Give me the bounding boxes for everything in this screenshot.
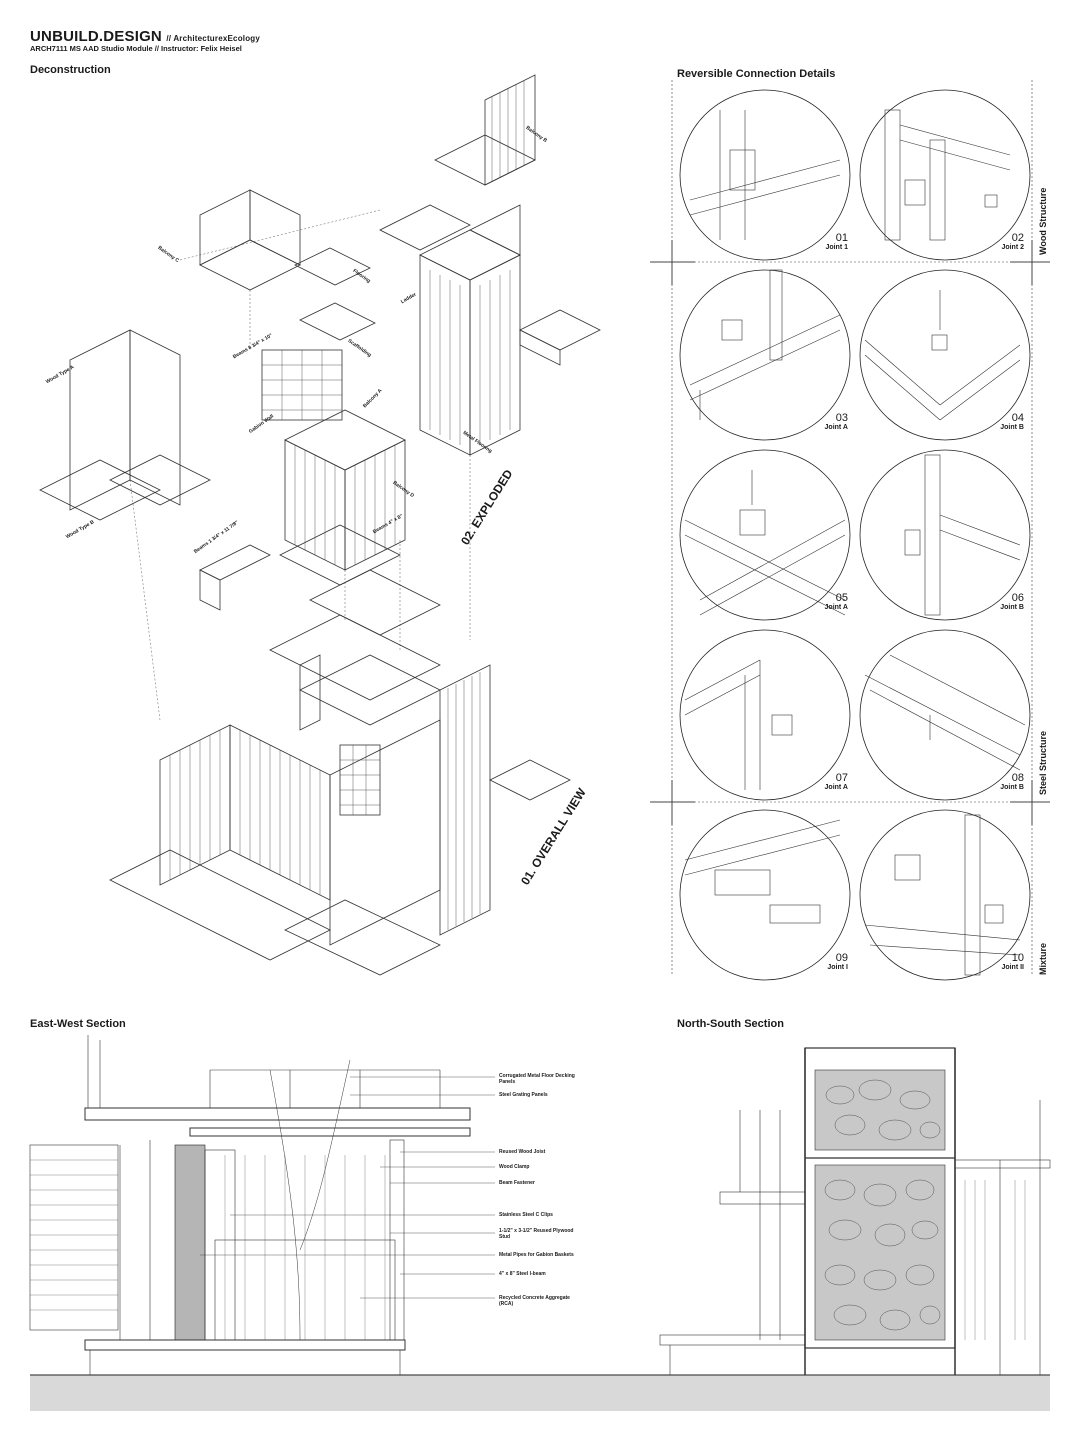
joint-name: Joint A: [824, 424, 848, 431]
brand-name: UNBUILD.DESIGN: [30, 28, 162, 45]
joint-name: Joint 1: [825, 244, 848, 251]
joint-number: 04: [1011, 412, 1024, 424]
joint-07: 07 Joint A: [800, 772, 848, 791]
joint-name: Joint A: [824, 784, 848, 791]
joint-number: 10: [1011, 952, 1024, 964]
joint-number: 09: [835, 952, 848, 964]
joint-name: Joint II: [1001, 964, 1024, 971]
annotation-i-beam: 4" x 8" Steel I-beam: [499, 1271, 546, 1277]
annotation-beam-fastener: Beam Fastener: [499, 1180, 535, 1186]
joint-08: 08 Joint B: [976, 772, 1024, 791]
brand-title: UNBUILD.DESIGN // ArchitecturexEcology: [30, 28, 260, 45]
joint-name: Joint B: [1000, 424, 1024, 431]
brand-suffix: // ArchitecturexEcology: [166, 34, 261, 43]
east-west-title: East-West Section: [30, 1018, 126, 1030]
joint-number: 02: [1011, 232, 1024, 244]
joint-name: Joint B: [1000, 784, 1024, 791]
annotation-metal-pipes: Metal Pipes for Gabion Baskets: [499, 1252, 574, 1258]
joint-number: 06: [1011, 592, 1024, 604]
joint-name: Joint A: [824, 604, 848, 611]
annotation-plywood-stud: 1-1/2" x 3-1/2" Reused Plywood Stud: [499, 1228, 574, 1240]
annotation-c-clips: Stainless Steel C Clips: [499, 1212, 553, 1218]
joint-number: 01: [835, 232, 848, 244]
joint-01: 01 Joint 1: [800, 232, 848, 251]
joint-name: Joint B: [1000, 604, 1024, 611]
reversible-title: Reversible Connection Details: [677, 68, 836, 80]
joint-number: 05: [835, 592, 848, 604]
joint-number: 03: [835, 412, 848, 424]
annotation-steel-grating: Steel Grating Panels: [499, 1092, 548, 1098]
annotation-floor-decking: Corrugated Metal Floor Decking Panels: [499, 1073, 575, 1085]
deconstruction-title: Deconstruction: [30, 64, 111, 76]
joint-09: 09 Joint I: [800, 952, 848, 971]
joint-10: 10 Joint II: [976, 952, 1024, 971]
annotation-wood-joist: Reused Wood Joist: [499, 1149, 546, 1155]
joint-name: Joint 2: [1001, 244, 1024, 251]
joint-grid-frame: [650, 80, 1050, 981]
joint-03: 03 Joint A: [800, 412, 848, 431]
joint-06: 06 Joint B: [976, 592, 1024, 611]
joint-05: 05 Joint A: [800, 592, 848, 611]
annotation-rca: Recycled Concrete Aggregate (RCA): [499, 1295, 570, 1307]
joint-number: 07: [835, 772, 848, 784]
joint-number: 08: [1011, 772, 1024, 784]
joint-02: 02 Joint 2: [976, 232, 1024, 251]
course-subtitle: ARCH7111 MS AAD Studio Module // Instruc…: [30, 44, 242, 53]
joint-name: Joint I: [827, 964, 848, 971]
joint-04: 04 Joint B: [976, 412, 1024, 431]
annotation-wood-clamp: Wood Clamp: [499, 1164, 530, 1170]
exploded-axonometric: [39, 74, 601, 976]
north-south-title: North-South Section: [677, 1018, 784, 1030]
